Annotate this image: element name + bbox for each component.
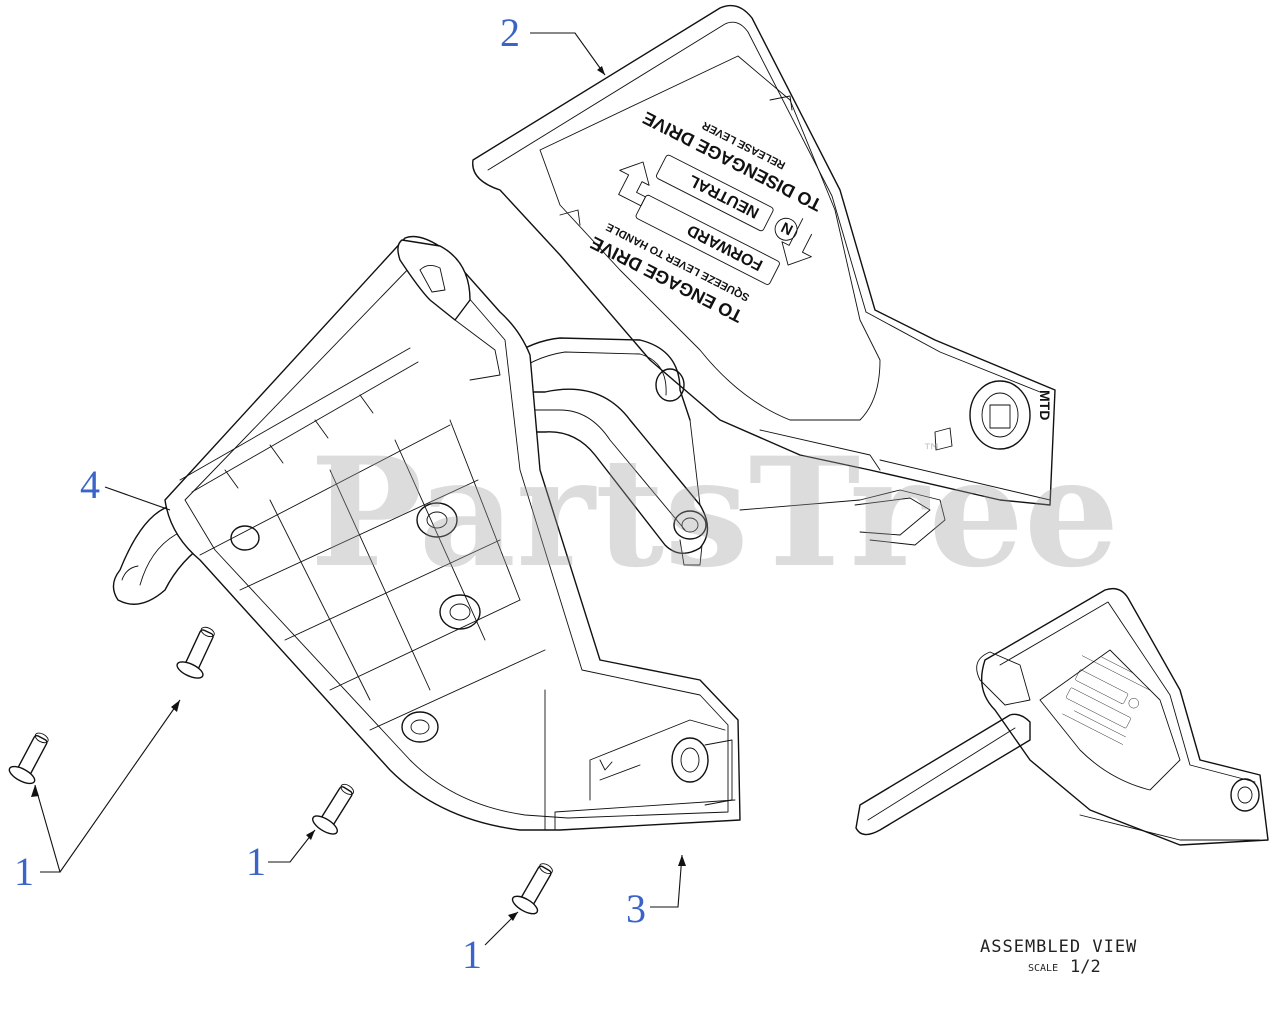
part-3-lower-housing[interactable] [164, 235, 741, 831]
assembled-view-drawing [855, 587, 1269, 846]
callout-1-middle: 1 [246, 839, 266, 884]
assembled-view-scale-label: SCALE [1028, 963, 1058, 974]
decal-brand: MTD [1037, 390, 1053, 420]
assembled-view-title: ASSEMBLED VIEW [980, 937, 1137, 957]
watermark-trademark: ™ [922, 439, 942, 463]
callout-1-left: 1 [14, 849, 34, 894]
leader-arrowheads [31, 66, 686, 921]
part-1-screw-d[interactable] [510, 858, 560, 917]
callout-2: 2 [500, 10, 520, 55]
part-1-screw-b[interactable] [7, 728, 56, 787]
part-2-decal-cover[interactable]: TO ENGAGE DRIVE SQUEEZE LEVER TO HANDLE … [472, 4, 1056, 546]
assembled-view-scale-value: 1/2 [1070, 957, 1101, 977]
callout-3: 3 [626, 886, 646, 931]
callout-4: 4 [80, 462, 100, 507]
callout-1-bottom: 1 [462, 932, 482, 977]
part-1-screw-a[interactable] [175, 622, 222, 681]
watermark-text: PartsTree [310, 425, 1119, 601]
part-1-screw-c[interactable] [310, 779, 361, 838]
